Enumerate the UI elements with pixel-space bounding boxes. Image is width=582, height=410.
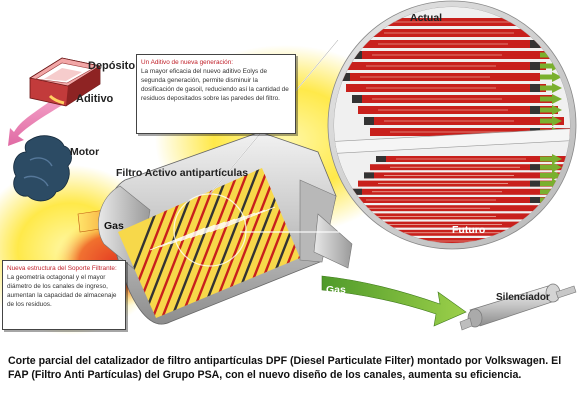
- note-aditivo-body: La mayor eficacia del nuevo aditivo Eoly…: [141, 68, 289, 102]
- disc-channel-plug: [530, 246, 540, 252]
- silencer-illustration: [459, 283, 577, 331]
- cyl-flow-arrow: [179, 218, 236, 242]
- cyl-flow-arrow: [189, 215, 246, 239]
- disc-channel-plug: [530, 62, 540, 70]
- diagram-svg: [0, 0, 577, 335]
- disc-channel-plug: [530, 180, 540, 187]
- disc-exit-arrow: [540, 236, 562, 243]
- disc-channel-plug: [352, 188, 362, 195]
- disc-channel-plug: [364, 172, 374, 179]
- disc-exit-arrow: [540, 154, 562, 164]
- disc-channel-plug: [530, 106, 540, 114]
- cyl-flow-arrow: [159, 224, 216, 248]
- disc-channel-plug: [530, 40, 540, 48]
- label-silenciador: Silenciador: [496, 292, 550, 303]
- filter-cylinder: [98, 131, 353, 325]
- label-gas-out: Gas: [326, 284, 346, 296]
- disc-exit-arrow: [540, 170, 562, 181]
- motor-illustration: [13, 135, 72, 202]
- disc-channel-plug: [340, 73, 350, 81]
- disc-channel-plug: [530, 164, 540, 171]
- label-gas-in: Gas: [104, 220, 124, 232]
- disc-exit-arrow: [540, 94, 562, 104]
- label-actual: Actual: [410, 12, 443, 24]
- disc-exit-arrow: [540, 162, 562, 173]
- note-soporte: Nueva estructura del Soporte Filtrante: …: [2, 260, 126, 330]
- label-futuro: Futuro: [452, 224, 486, 236]
- diagram-stage: Depósito Aditivo Motor Filtro Activo ant…: [0, 0, 577, 335]
- disc-exit-arrow: [540, 116, 562, 126]
- label-aditivo: Aditivo: [76, 93, 114, 105]
- disc-channel-plug: [530, 229, 540, 236]
- disc-exit-arrow: [540, 83, 562, 93]
- disc-channel: [364, 238, 564, 243]
- disc-channel-plug: [352, 95, 362, 103]
- note-soporte-title: Nueva estructura del Soporte Filtrante:: [7, 265, 117, 272]
- label-deposito: Depósito: [88, 60, 136, 72]
- cyl-flow-arrow: [209, 209, 266, 233]
- note-aditivo: Un Aditivo de nueva generación: La mayor…: [136, 54, 296, 134]
- figure-caption: Corte parcial del catalizador de filtro …: [8, 355, 562, 381]
- disc-exit-arrow: [540, 219, 562, 230]
- cyl-flow-arrow: [149, 227, 206, 251]
- cyl-flow-arrow: [199, 212, 256, 236]
- cyl-flow-arrow: [219, 206, 276, 230]
- gas-outlet-arrow: [321, 275, 467, 327]
- disc-channel-plug: [530, 197, 540, 203]
- disc-channel-plug: [530, 84, 540, 92]
- disc-exit-arrow: [540, 244, 562, 254]
- disc-channel-plug: [364, 238, 374, 243]
- flow-tank-motor: [8, 95, 64, 146]
- note-aditivo-title: Un Aditivo de nueva generación:: [141, 59, 234, 66]
- disc-exit-arrow: [540, 105, 562, 115]
- disc-channel-plug: [530, 18, 540, 26]
- note-soporte-body: La geometría octagonal y el mayor diámet…: [7, 274, 117, 308]
- disc-exit-arrow: [540, 28, 562, 38]
- disc-channel-plug: [364, 117, 374, 125]
- disc-channel-plug: [352, 221, 362, 228]
- label-filtro: Filtro Activo antipartículas: [116, 167, 249, 179]
- tank-illustration: [28, 57, 102, 107]
- disc-exit-arrow: [540, 227, 562, 238]
- disc-exit-arrow: [540, 72, 562, 82]
- disc-channel-plug: [376, 156, 386, 162]
- cyl-flow-arrow: [169, 221, 226, 245]
- label-motor: Motor: [70, 146, 100, 158]
- disc-exit-arrow: [540, 17, 562, 27]
- disc-exit-arrow: [540, 211, 562, 222]
- zoom-disc: [327, 0, 577, 254]
- cyl-channel: [184, 168, 258, 318]
